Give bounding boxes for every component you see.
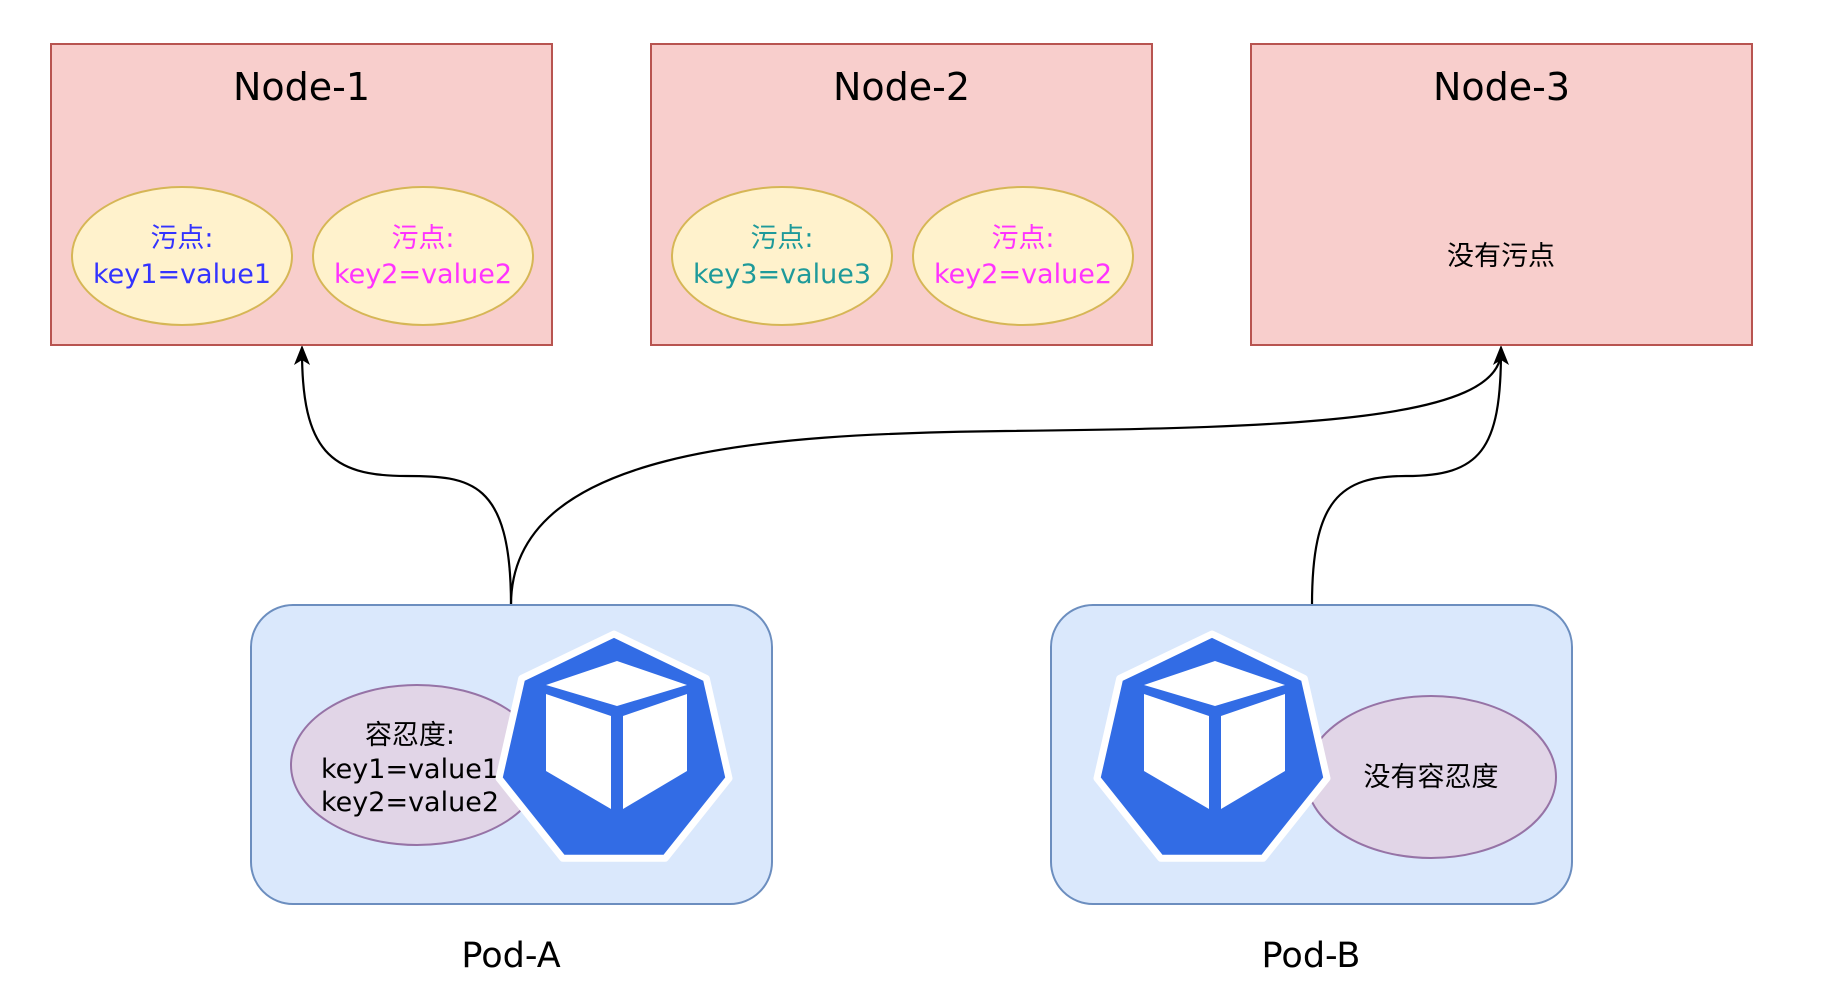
taint-value: key3=value3 [693,259,871,290]
arrowhead-node-3 [1493,345,1509,365]
node-1-taint-1[interactable]: 污点: key1=value1 [71,186,293,326]
cube-top-face [546,661,687,706]
toleration-line-2: key2=value2 [321,787,499,818]
taint-label: 污点: [991,223,1054,254]
taint-ellipse [71,186,293,326]
taint-ellipse [312,186,534,326]
heptagon-shape [1093,630,1331,862]
taint-label: 污点: [750,223,813,254]
pod-b[interactable]: 没有容忍度 Pod-B [1050,604,1573,976]
kubernetes-pod-cube-icon [1093,630,1331,862]
cube-left-face [546,694,611,809]
node-2[interactable]: Node-2 污点: key3=value3 污点: key2=value2 [650,43,1153,346]
node-3[interactable]: Node-3 没有污点 [1250,43,1753,346]
cube-top-face [1144,661,1285,706]
node-1-title: Node-1 [233,65,370,109]
node-1[interactable]: Node-1 污点: key1=value1 污点: key2=value2 [50,43,553,346]
taint-ellipse [671,186,893,326]
node-3-box [1250,43,1753,346]
heptagon-shape [495,630,733,862]
taint-value: key2=value2 [934,259,1112,290]
taint-label: 污点: [391,223,454,254]
toleration-label: 容忍度: [365,720,455,751]
node-2-title: Node-2 [833,65,970,109]
pod-a-toleration[interactable]: 容忍度: key1=value1 key2=value2 [290,684,544,846]
taint-value: key1=value1 [93,259,271,290]
edge-pod-b-to-node-3[interactable] [1310,350,1503,606]
taint-label: 污点: [150,223,213,254]
toleration-line-1: key1=value1 [321,754,499,785]
pod-b-label: Pod-B [1262,936,1361,976]
no-toleration-text: 没有容忍度 [1364,762,1499,793]
cube-right-face [623,694,687,809]
node-3-no-taint-text: 没有污点 [1447,241,1555,272]
edges [294,345,1509,606]
taint-ellipse [912,186,1134,326]
edge-pod-a-to-node-3[interactable] [509,350,1503,606]
kubernetes-pod-cube-icon [495,630,733,862]
arrowhead-node-1 [294,345,310,365]
cube-right-face [1221,694,1285,809]
pod-a-label: Pod-A [461,936,560,976]
node-2-taint-2[interactable]: 污点: key2=value2 [912,186,1134,326]
pod-a[interactable]: 容忍度: key1=value1 key2=value2 Pod-A [250,604,773,976]
taint-value: key2=value2 [334,259,512,290]
cube-left-face [1144,694,1209,809]
node-1-taint-2[interactable]: 污点: key2=value2 [312,186,534,326]
edge-pod-a-to-node-1[interactable] [300,350,513,606]
node-2-taint-1[interactable]: 污点: key3=value3 [671,186,893,326]
node-3-title: Node-3 [1433,65,1570,109]
pod-b-toleration[interactable]: 没有容忍度 [1305,695,1557,859]
